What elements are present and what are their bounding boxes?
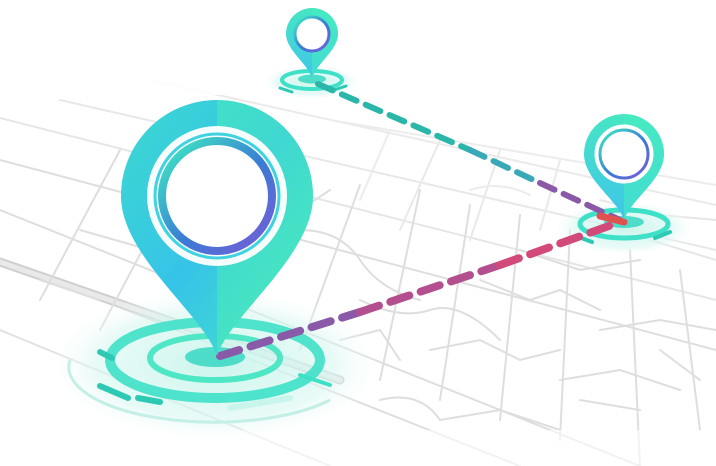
route-top-to-right [315, 81, 623, 223]
route-end-marker [596, 212, 628, 226]
pin-large-halo [45, 287, 385, 443]
route-large-to-right [216, 218, 624, 360]
map-pin-icon [286, 8, 338, 78]
map-pin-icon [121, 100, 313, 356]
map-pin-icon [584, 114, 664, 220]
